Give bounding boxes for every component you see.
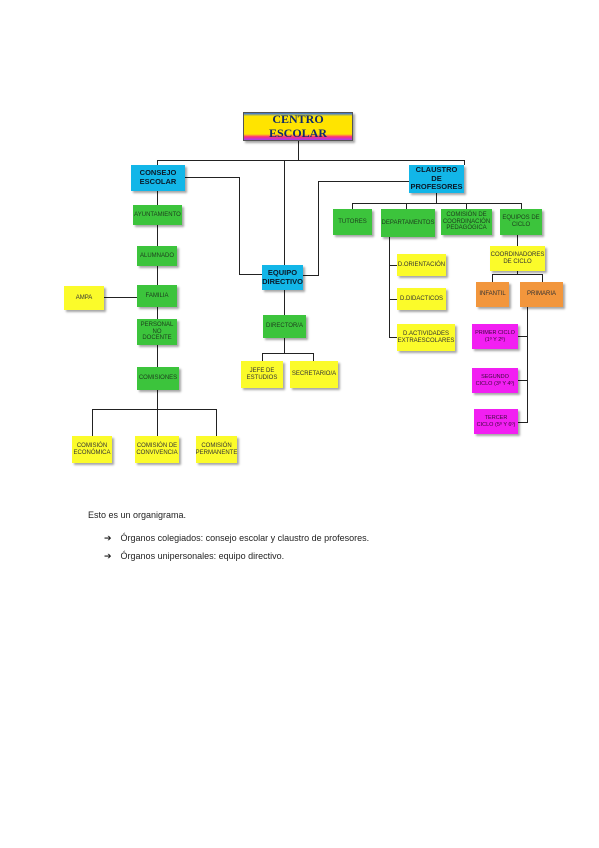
connector-line xyxy=(262,353,263,361)
arrow-icon: ➔ xyxy=(104,552,112,562)
connector-line xyxy=(389,265,397,266)
connector-line xyxy=(92,409,216,410)
bullet-text: Órganos unipersonales: equipo directivo. xyxy=(120,551,285,561)
node-consejo-escolar: CONSEJO ESCOLAR xyxy=(131,165,185,191)
node-departamentos: DEPARTAMENTOS xyxy=(381,209,435,237)
connector-line xyxy=(406,203,407,209)
connector-line xyxy=(517,235,518,246)
node-segundo-ciclo: SEGUNDO CICLO (3º Y 4º) xyxy=(472,368,518,393)
bullet-item: ➔ Órganos colegiados: consejo escolar y c… xyxy=(104,533,369,544)
connector-line xyxy=(389,299,397,300)
node-comision-convivencia: COMISIÓN DE CONVIVENCIA xyxy=(135,436,179,463)
node-comisiones: COMISIONES xyxy=(137,367,179,390)
bullet-text: Órganos colegiados: consejo escolar y cl… xyxy=(120,533,370,543)
connector-line xyxy=(184,177,240,178)
arrow-icon: ➔ xyxy=(104,534,112,544)
bullet-item: ➔ Órganos unipersonales: equipo directivo… xyxy=(104,551,284,562)
connector-line xyxy=(518,422,528,423)
connector-line xyxy=(284,160,285,265)
node-comision-permanente: COMISIÓN PERMANENTE xyxy=(196,436,237,463)
connector-line xyxy=(521,203,522,209)
connector-line xyxy=(464,160,465,165)
connector-line xyxy=(492,274,493,282)
node-d-didacticos: D.DIDACTICOS xyxy=(397,288,446,310)
node-equipos-de-ciclo: EQUIPOS DE CICLO xyxy=(500,209,542,235)
connector-line xyxy=(352,203,353,209)
connector-line xyxy=(298,141,299,160)
node-d-actividades-extraescolares: D.ACTIVIDADES EXTRAESCOLARES xyxy=(397,324,455,351)
organization-chart: CENTRO ESCOLAR CONSEJO ESCOLAR CLAUSTRO … xyxy=(64,112,563,463)
connector-line xyxy=(157,409,158,436)
connector-line xyxy=(262,353,313,354)
node-centro-escolar: CENTRO ESCOLAR xyxy=(243,112,353,141)
connector-line xyxy=(284,290,285,315)
connector-line xyxy=(157,160,464,161)
connector-line xyxy=(216,409,217,436)
node-personal-no-docente: PERSONAL NO DOCENTE xyxy=(137,319,177,345)
connector-line xyxy=(527,307,528,422)
node-primaria: PRIMARIA xyxy=(520,282,563,307)
node-ayuntamiento: AYUNTAMIENTO xyxy=(133,205,182,225)
node-comision-coordinacion-pedagogica: COMISIÓN DE COORDINACIÓN PEDAGÓGICA xyxy=(441,209,492,235)
connector-line xyxy=(239,177,240,275)
node-comision-economica: COMISIÓN ECONÓMICA xyxy=(72,436,112,463)
connector-line xyxy=(104,297,137,298)
node-ampa: AMPA xyxy=(64,286,104,310)
node-familia: FAMILIA xyxy=(137,285,177,307)
node-secretario: SECRETARIO/A xyxy=(290,361,338,388)
node-tutores: TUTORES xyxy=(333,209,372,235)
node-claustro-profesores: CLAUSTRO DE PROFESORES xyxy=(409,165,464,193)
node-tercer-ciclo: TERCER CICLO (5º Y 6º) xyxy=(474,409,518,434)
node-jefe-estudios: JEFE DE ESTUDIOS xyxy=(241,361,283,388)
connector-line xyxy=(313,353,314,361)
node-alumnado: ALUMNADO xyxy=(137,246,177,266)
connector-line xyxy=(318,181,319,276)
node-infantil: INFANTIL xyxy=(476,282,509,307)
connector-line xyxy=(518,336,528,337)
connector-line xyxy=(517,271,518,274)
connector-line xyxy=(352,203,521,204)
connector-line xyxy=(389,237,390,337)
connector-line xyxy=(542,274,543,282)
connector-line xyxy=(318,181,409,182)
intro-text: Esto es un organigrama. xyxy=(88,510,187,520)
connector-line xyxy=(157,160,158,165)
connector-line xyxy=(389,337,397,338)
node-primer-ciclo: PRIMER CICLO (1º Y 2º) xyxy=(472,324,518,349)
node-equipo-directivo: EQUIPO DIRECTIVO xyxy=(262,265,303,290)
connector-line xyxy=(239,274,262,275)
node-coordinadores-ciclo: COORDINADORES DE CICLO xyxy=(490,246,545,271)
connector-line xyxy=(466,203,467,209)
connector-line xyxy=(92,409,93,436)
node-d-orientacion: D.ORIENTACIÓN xyxy=(397,254,446,276)
connector-line xyxy=(303,275,319,276)
connector-line xyxy=(492,274,542,275)
node-director: DIRECTOR/A xyxy=(263,315,306,338)
connector-line xyxy=(284,338,285,353)
connector-line xyxy=(436,193,437,203)
connector-line xyxy=(518,380,528,381)
